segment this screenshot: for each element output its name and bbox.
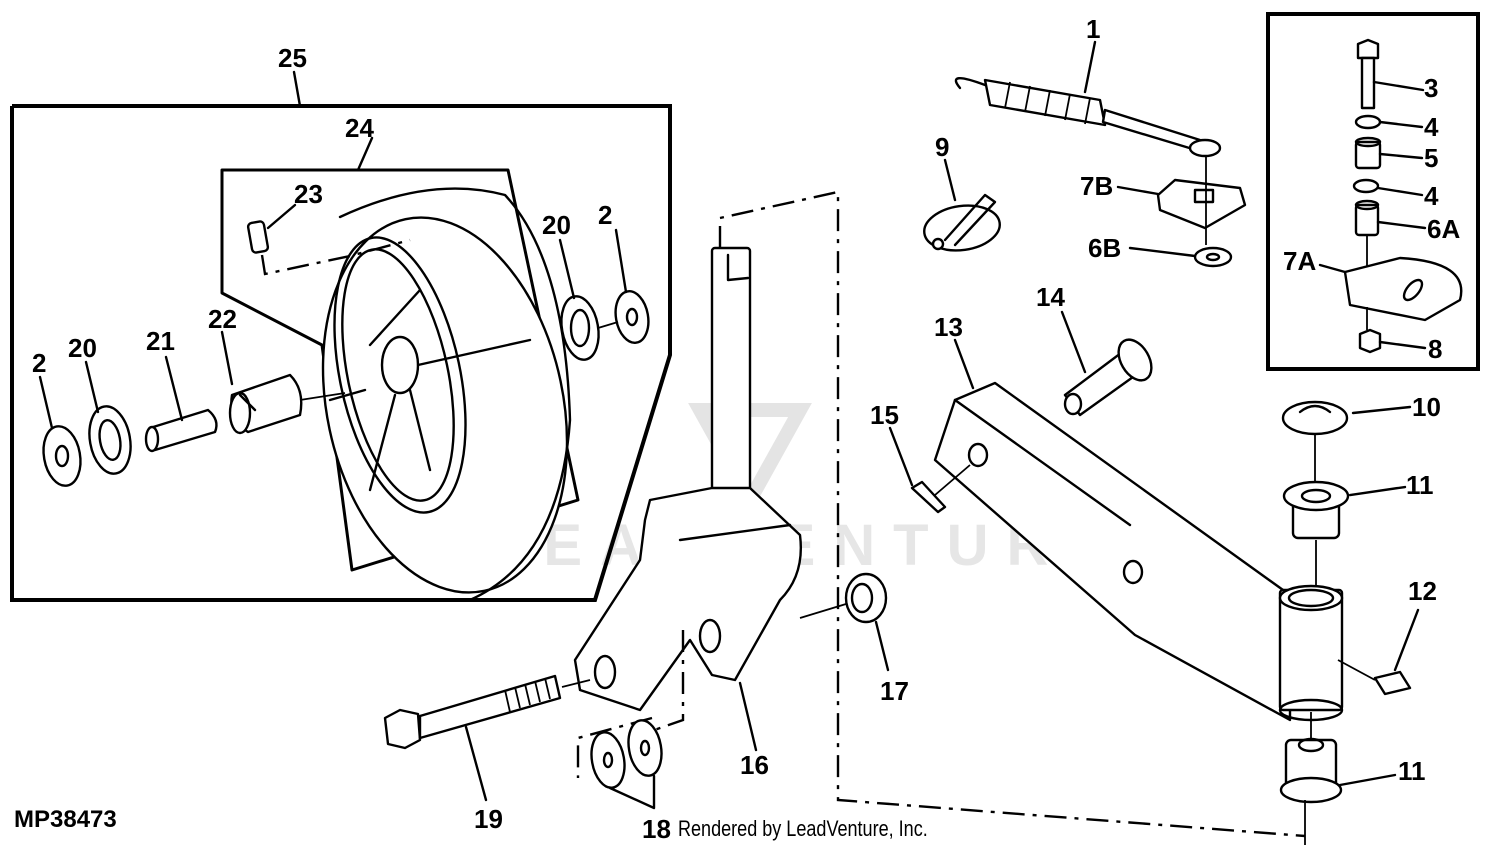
washer-6b[interactable] (1128, 246, 1233, 268)
spindle-tube[interactable] (1278, 584, 1344, 722)
washer-right[interactable] (612, 228, 653, 345)
bushing-top[interactable] (1282, 480, 1407, 585)
callout-7a: 7A (1283, 246, 1316, 276)
cotter-pin[interactable] (888, 426, 971, 514)
callout-13: 13 (934, 312, 963, 342)
spacer-5[interactable] (1354, 136, 1424, 170)
wheel-subassembly-box (220, 136, 580, 572)
spring-rod[interactable] (954, 40, 1222, 158)
callout-14: 14 (1036, 282, 1065, 312)
callout-4: 4 (1424, 181, 1439, 211)
bearing-right[interactable] (557, 238, 604, 363)
wheel-bearing-hub[interactable] (220, 330, 303, 435)
bolt-3[interactable] (1356, 38, 1425, 110)
callout-22: 22 (208, 304, 237, 334)
callout-24: 24 (345, 113, 374, 143)
callout-16: 16 (740, 750, 769, 780)
callout-2: 2 (32, 348, 46, 378)
plate-7a[interactable] (1318, 256, 1463, 330)
callout-10: 10 (1412, 392, 1441, 422)
callout-1: 1 (1086, 14, 1100, 44)
figure-id: MP38473 (14, 806, 117, 833)
callout-2: 2 (598, 200, 612, 230)
callout-23: 23 (294, 179, 323, 209)
inset-box (1266, 12, 1480, 371)
render-credit: Rendered by LeadVenture, Inc. (678, 816, 928, 841)
spindle-grease-fitting[interactable] (1337, 608, 1420, 696)
callout-20: 20 (68, 333, 97, 363)
callout-25: 25 (278, 43, 307, 73)
callout-11: 11 (1398, 756, 1426, 786)
callout-8: 8 (1428, 334, 1442, 364)
lynch-pin[interactable] (921, 158, 1002, 255)
callout-5: 5 (1424, 143, 1438, 173)
callout-9: 9 (935, 132, 949, 162)
callout-12: 12 (1408, 576, 1437, 606)
callout-17: 17 (880, 676, 909, 706)
callout-18: 18 (642, 814, 671, 844)
washer-4-top[interactable] (1354, 114, 1424, 130)
spacer-washers[interactable] (587, 718, 665, 810)
wheel[interactable] (290, 187, 600, 616)
callout-4: 4 (1424, 112, 1439, 142)
grease-fitting[interactable] (246, 203, 297, 254)
spacer-tube[interactable] (144, 355, 218, 453)
callout-labels: 1 3 4 5 4 6A 7A 8 7B 6B 9 10 11 12 11 13… (32, 14, 1460, 844)
callout-20: 20 (542, 210, 571, 240)
callout-3: 3 (1424, 73, 1438, 103)
callout-7b: 7B (1080, 171, 1113, 201)
clevis-pin[interactable] (1060, 310, 1158, 417)
nut-8[interactable] (1358, 328, 1427, 354)
callout-21: 21 (146, 326, 175, 356)
washer-left[interactable] (38, 375, 85, 489)
callout-11: 11 (1406, 470, 1434, 500)
bushing-bottom[interactable] (1279, 712, 1397, 845)
caster-fork[interactable] (573, 246, 802, 752)
bearing-left[interactable] (84, 360, 135, 477)
thrust-washer[interactable] (1281, 400, 1412, 482)
callout-15: 15 (870, 400, 899, 430)
pivot-bolt[interactable] (383, 674, 591, 802)
wheel-assembly-box (10, 70, 672, 602)
spring-bracket[interactable] (1116, 156, 1247, 245)
spacer-6a[interactable] (1354, 199, 1427, 268)
callout-6b: 6B (1088, 233, 1121, 263)
lock-nut[interactable] (799, 572, 890, 672)
washer-4-bottom[interactable] (1352, 178, 1424, 197)
callout-19: 19 (474, 804, 503, 834)
callout-6a: 6A (1427, 214, 1460, 244)
